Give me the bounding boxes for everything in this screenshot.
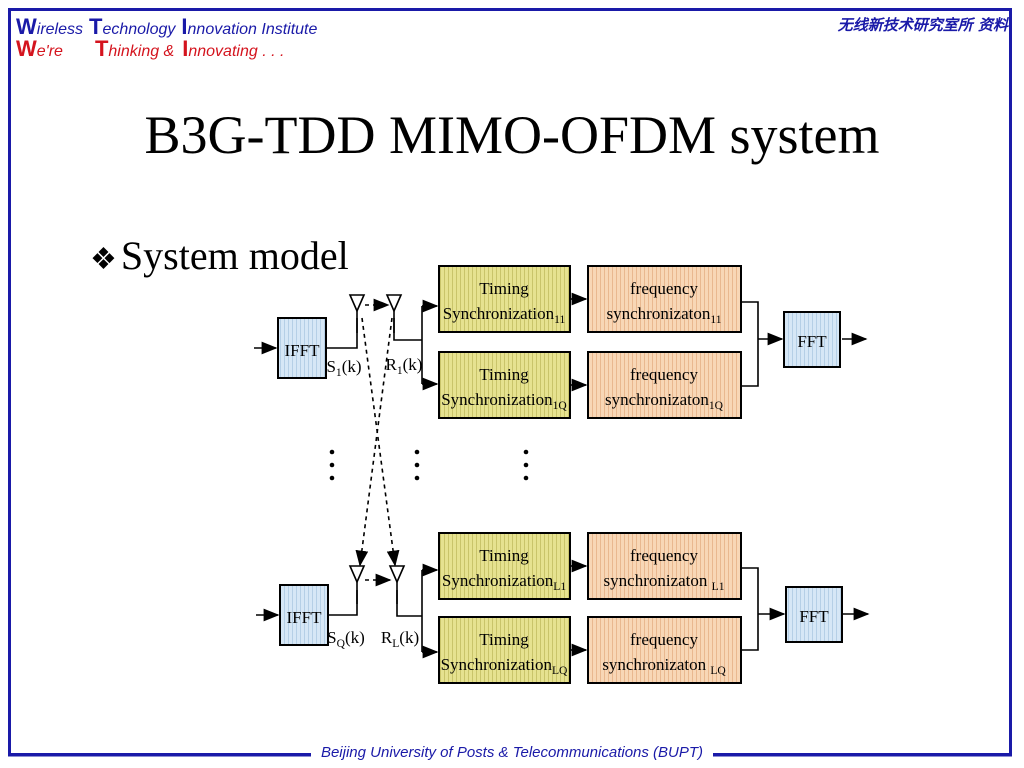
rx-antenna-top xyxy=(385,294,403,313)
ellipsis-dot xyxy=(329,475,335,481)
rx-signal-label-top: R1(k) xyxy=(386,355,423,377)
ellipsis-dot xyxy=(414,475,420,481)
tx-antenna-top xyxy=(348,294,366,313)
freq-sync-label-2: synchronizaton11 xyxy=(607,304,722,326)
ifft-label-bottom: IFFT xyxy=(287,608,323,627)
header-chinese: 无线新技术研究室所 资料 xyxy=(837,16,1008,34)
rx-line-top xyxy=(393,318,422,341)
ellipsis-dot xyxy=(329,449,335,455)
freq-sync-label-1: frequency xyxy=(630,630,698,649)
freq-sync-box xyxy=(587,616,742,684)
ellipsis-dot xyxy=(523,462,529,468)
diamond-bullet-icon: ❖ xyxy=(90,243,117,276)
ifft-label-top: IFFT xyxy=(285,341,321,360)
ifft-box-bottom xyxy=(279,584,329,646)
timing-sync-label-2: Synchronization1Q xyxy=(441,390,567,412)
timing-sync-label-1: Timing xyxy=(479,546,529,565)
header-cap-letter: I xyxy=(182,36,189,61)
freq-sync-box xyxy=(587,265,742,333)
timing-sync-label-1: Timing xyxy=(479,279,529,298)
channel-link-Q-to-1 xyxy=(355,317,393,567)
header-line-1: Wireless Technology Innovation Institute xyxy=(16,14,317,40)
timing-sync-label-1: Timing xyxy=(479,630,529,649)
freq-sync-box xyxy=(587,351,742,419)
ellipsis-dot xyxy=(523,475,529,481)
header-cap-letter: W xyxy=(16,14,37,39)
footer: Beijing University of Posts & Telecommun… xyxy=(0,744,1024,761)
header-word: nnovation Institute xyxy=(187,21,318,38)
header-word: echnology xyxy=(102,21,176,38)
header-cap-letter: I xyxy=(181,14,188,39)
header-cap-letter: W xyxy=(16,36,37,61)
freq-sync-label-1: frequency xyxy=(630,546,698,565)
header-line-2: We're Thinking & Innovating . . . xyxy=(16,36,284,62)
tx-signal-label-bottom: SQ(k) xyxy=(327,628,365,650)
header-word: ireless xyxy=(36,21,83,38)
freq-sync-box xyxy=(587,532,742,600)
ellipsis-dot xyxy=(414,449,420,455)
timing-sync-label-2: SynchronizationLQ xyxy=(441,655,568,677)
slide-title: B3G-TDD MIMO-OFDM system xyxy=(144,105,880,165)
fft-box-bottom xyxy=(785,586,843,643)
tx-signal-label-top: S1(k) xyxy=(326,357,361,379)
timing-sync-box xyxy=(438,351,571,419)
tx-antenna-bottom xyxy=(348,565,366,584)
combine-top xyxy=(741,301,759,387)
freq-sync-label-2: synchronizaton1Q xyxy=(605,390,724,412)
header-cap-letter: T xyxy=(89,14,103,39)
bullet-item: ❖System model xyxy=(90,232,349,279)
freq-sync-label-1: frequency xyxy=(630,279,698,298)
timing-sync-box xyxy=(438,616,571,684)
header-word: hinking & xyxy=(108,43,175,60)
fft-label-top: FFT xyxy=(797,332,827,351)
bullet-text: System model xyxy=(120,233,349,278)
ellipsis-dot xyxy=(329,462,335,468)
rx-signal-label-bottom: RL(k) xyxy=(381,628,419,650)
combine-bottom xyxy=(741,567,759,651)
fft-box-top xyxy=(783,311,841,368)
ellipsis-dot xyxy=(523,449,529,455)
rx-antenna-bottom xyxy=(388,565,406,584)
freq-sync-label-2: synchronizaton L1 xyxy=(604,571,725,593)
channel-link-1-to-L xyxy=(361,317,400,567)
fft-label-bottom: FFT xyxy=(799,607,829,626)
footer-text: Beijing University of Posts & Telecommun… xyxy=(310,744,714,761)
timing-sync-box xyxy=(438,265,571,333)
timing-sync-label-1: Timing xyxy=(479,365,529,384)
ellipsis-dot xyxy=(414,462,420,468)
header-word: e're xyxy=(36,43,63,60)
tx-line-bottom xyxy=(328,590,358,616)
header-cap-letter: T xyxy=(94,36,109,61)
timing-sync-label-2: SynchronizationL1 xyxy=(442,571,566,593)
timing-sync-label-2: Synchronization11 xyxy=(443,304,566,326)
rx-line-bottom xyxy=(396,590,422,617)
tx-line-top xyxy=(326,318,358,349)
freq-sync-label-1: frequency xyxy=(630,365,698,384)
ifft-box-top xyxy=(277,317,327,379)
freq-sync-label-2: synchronizaton LQ xyxy=(602,655,726,677)
header-word: nnovating . . . xyxy=(188,43,285,60)
